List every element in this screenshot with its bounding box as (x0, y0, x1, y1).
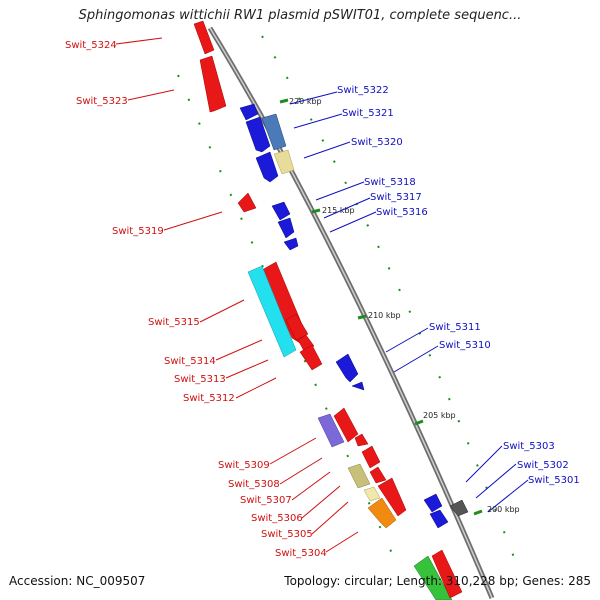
gene-label-swit-5305[interactable]: Swit_5305 (261, 529, 313, 540)
gene-label-swit-5311[interactable]: Swit_5311 (429, 322, 481, 333)
accession-label: Accession: NC_009507 (9, 574, 146, 588)
gene-label-swit-5324[interactable]: Swit_5324 (65, 40, 117, 51)
gene-arrow-swit-5303[interactable] (423, 493, 443, 513)
forward-labels: Swit_5324 Swit_5323 Swit_5319 Swit_5315 … (65, 40, 327, 559)
map-title: Sphingomonas wittichii RW1 plasmid pSWIT… (78, 8, 522, 23)
reverse-strand-genes (239, 103, 469, 529)
gene-label-swit-5301[interactable]: Swit_5301 (528, 475, 580, 486)
gene-label-swit-5323[interactable]: Swit_5323 (76, 96, 128, 107)
kbp-marker-215: 215 kbp (322, 206, 355, 215)
gene-label-swit-5302[interactable]: Swit_5302 (517, 460, 569, 471)
reverse-labels: Swit_5322 Swit_5321 Swit_5320 Swit_5318 … (337, 85, 580, 486)
gene-arrow-swit-5315-cyan[interactable] (247, 265, 297, 358)
gene-arrow-swit-5310[interactable] (351, 381, 365, 391)
gene-arrow-swit-5312[interactable] (299, 344, 323, 371)
kbp-tick-marks (279, 98, 483, 516)
gene-label-swit-5313[interactable]: Swit_5313 (174, 374, 226, 385)
gene-label-swit-5308[interactable]: Swit_5308 (228, 479, 280, 490)
gene-arrow-swit-5309[interactable] (333, 407, 359, 443)
gene-arrow-green[interactable] (413, 555, 453, 600)
gene-label-swit-5304[interactable]: Swit_5304 (275, 548, 327, 559)
gene-arrow-swit-5314[interactable] (285, 313, 309, 341)
gene-arrow-olive[interactable] (347, 463, 371, 489)
gene-label-swit-5322[interactable]: Swit_5322 (337, 85, 389, 96)
gene-label-swit-5310[interactable]: Swit_5310 (439, 340, 491, 351)
gene-label-swit-5314[interactable]: Swit_5314 (164, 356, 216, 367)
gene-arrow-swit-5317[interactable] (277, 217, 295, 239)
gene-label-swit-5321[interactable]: Swit_5321 (342, 108, 394, 119)
gene-arrow-red-bottom[interactable] (431, 549, 463, 599)
gene-arrow-swit-5305[interactable] (377, 477, 407, 517)
gene-label-swit-5306[interactable]: Swit_5306 (251, 513, 303, 524)
gene-label-swit-5312[interactable]: Swit_5312 (183, 393, 235, 404)
gene-arrow-swit-5324[interactable] (193, 20, 215, 55)
gene-label-swit-5309[interactable]: Swit_5309 (218, 460, 270, 471)
gene-arrow-pale-yellow[interactable] (363, 486, 381, 502)
gene-arrow-swit-5311[interactable] (335, 353, 359, 383)
gene-arrow-swit-5321-steel[interactable] (261, 113, 287, 151)
gene-label-swit-5303[interactable]: Swit_5303 (503, 441, 555, 452)
gene-arrow-swit-5316[interactable] (283, 237, 299, 251)
gene-arrow-swit-5306[interactable] (369, 466, 387, 484)
gene-arrow-swit-5322[interactable] (239, 103, 259, 121)
gene-label-swit-5307[interactable]: Swit_5307 (240, 495, 292, 506)
kbp-marker-210: 210 kbp (368, 311, 401, 320)
genome-summary: Topology: circular; Length: 310,228 bp; … (284, 574, 591, 588)
gene-arrow-swit-5304[interactable] (367, 497, 397, 529)
genome-backbone-highlight (209, 27, 493, 599)
kbp-marker-205: 205 kbp (423, 411, 456, 420)
gene-arrow-purple[interactable] (317, 413, 345, 448)
gene-arrow-swit-5323[interactable] (199, 55, 227, 113)
kbp-marker-200: 200 kbp (487, 505, 520, 514)
gene-arrow-swit-5318[interactable] (271, 201, 291, 221)
gene-label-swit-5320[interactable]: Swit_5320 (351, 137, 403, 148)
gene-arrow-swit-5302[interactable] (429, 509, 449, 529)
gene-label-swit-5315[interactable]: Swit_5315 (148, 317, 200, 328)
reverse-label-leaders (289, 91, 529, 513)
gene-label-swit-5316[interactable]: Swit_5316 (376, 207, 428, 218)
gene-arrow-swit-5319[interactable] (237, 192, 257, 213)
gene-arrow-swit-5308[interactable] (354, 433, 369, 447)
gene-arrow-swit-5301[interactable] (449, 499, 469, 517)
gene-arrow-swit-5320[interactable] (255, 151, 279, 183)
forward-label-leaders (115, 37, 359, 553)
kbp-marker-220: 220 kbp (289, 97, 322, 106)
gene-label-swit-5317[interactable]: Swit_5317 (370, 192, 422, 203)
forward-strand-genes (193, 20, 463, 600)
gene-arrow-swit-5321[interactable] (245, 116, 271, 153)
gene-label-swit-5319[interactable]: Swit_5319 (112, 226, 164, 237)
gene-label-swit-5318[interactable]: Swit_5318 (364, 177, 416, 188)
gene-arrow-swit-5307[interactable] (361, 445, 381, 469)
gene-arrow-swit-5320-tan[interactable] (273, 149, 295, 175)
